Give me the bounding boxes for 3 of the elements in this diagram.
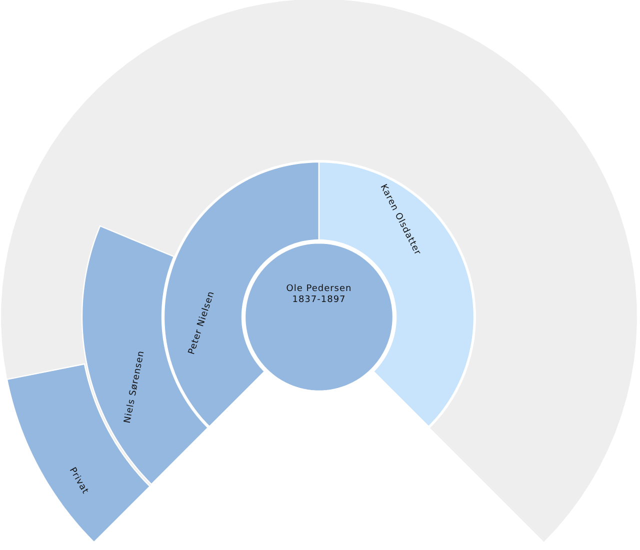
person-name: Niels Sørensen: [122, 350, 148, 424]
person-name: Ole Pedersen: [286, 283, 352, 295]
life-dates: 1837-1897: [292, 294, 346, 306]
